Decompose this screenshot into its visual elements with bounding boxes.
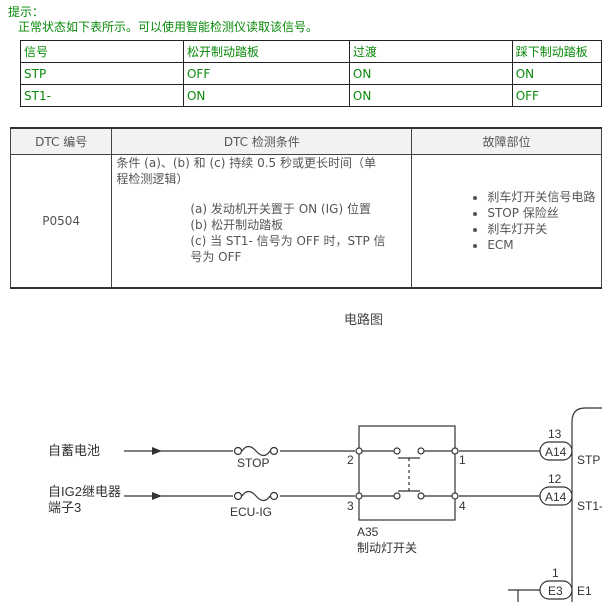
trouble-area-list: 刹车灯开关信号电路 STOP 保险丝 刹车灯开关 ECM (413, 189, 600, 253)
switch-contact (417, 447, 425, 455)
trouble-areas: 刹车灯开关信号电路 STOP 保险丝 刹车灯开关 ECM (411, 154, 602, 289)
switch-code-label: A35 (357, 525, 379, 539)
connector-a14-bottom (539, 486, 573, 506)
signal-value: OFF (182, 62, 350, 85)
dtc-condition: 条件 (a)、(b) 和 (c) 持续 0.5 秒或更长时间（单 程检测逻辑） … (111, 154, 413, 289)
condition-line: 条件 (a)、(b) 和 (c) 持续 0.5 秒或更长时间（单 (116, 156, 376, 170)
terminal (269, 446, 279, 456)
fuse-stop-label: STOP (237, 456, 269, 470)
connector-a14-label: A14 (545, 490, 567, 504)
terminal (355, 447, 363, 455)
list-item: 刹车灯开关信号电路 (487, 189, 600, 205)
fuse-ecu-ig-symbol (241, 490, 271, 502)
connector-pin-label: 1 (552, 566, 559, 580)
diagram-title: 电路图 (344, 313, 384, 328)
pin-label: 4 (459, 499, 466, 513)
switch-name-label: 制动灯开关 (357, 541, 417, 555)
terminal (451, 447, 459, 455)
switch-contact (393, 492, 401, 500)
connector-a14-label: A14 (545, 445, 567, 459)
header-released: 松开制动踏板 (182, 40, 350, 63)
pin-label: 2 (347, 453, 354, 467)
label-from-battery: 自蓄电池 (48, 443, 100, 458)
signal-value: ON (182, 84, 350, 107)
terminal (233, 491, 243, 501)
dtc-table: DTC 编号 DTC 检测条件 故障部位 P0504 条件 (a)、(b) 和 … (9, 127, 602, 289)
signal-state-table: 信号 松开制动踏板 过渡 踩下制动踏板 STP OFF ON ON ST1- O… (20, 40, 602, 107)
switch-contact (393, 447, 401, 455)
pin-label: 1 (459, 453, 466, 467)
hint-title: 提示： (8, 5, 45, 19)
header-dtc-condition: DTC 检测条件 (111, 127, 413, 155)
condition-line: 号为 OFF (190, 250, 242, 264)
list-item: 刹车灯开关 (487, 221, 600, 237)
terminal (269, 491, 279, 501)
dtc-table-header: DTC 编号 DTC 检测条件 故障部位 (9, 127, 602, 155)
signal-table-header: 信号 松开制动踏板 过渡 踩下制动踏板 (20, 40, 602, 63)
header-transition: 过渡 (348, 40, 513, 63)
table-row: ST1- ON ON OFF (20, 84, 602, 107)
list-item: ECM (487, 237, 600, 253)
hint-block: 提示： 正常状态如下表所示。可以使用智能检测仪读取该信号。 (8, 5, 318, 35)
signal-value: OFF (511, 84, 602, 107)
dtc-code: P0504 (9, 154, 113, 289)
ecm-terminal-e1: E1 (577, 584, 592, 598)
condition-line: (b) 松开制动踏板 (190, 218, 284, 232)
table-row: P0504 条件 (a)、(b) 和 (c) 持续 0.5 秒或更长时间（单 程… (9, 154, 602, 289)
stop-light-switch-box (358, 425, 456, 521)
header-trouble-area: 故障部位 (411, 127, 602, 155)
list-item: STOP 保险丝 (487, 205, 600, 221)
signal-value: ON (348, 84, 513, 107)
connector-a14-top (539, 441, 573, 461)
signal-value: ON (511, 62, 602, 85)
connector-e3 (539, 580, 573, 600)
connector-pin-label: 12 (548, 472, 562, 486)
terminal (451, 492, 459, 500)
terminal (233, 446, 243, 456)
header-dtc-code: DTC 编号 (9, 127, 113, 155)
fuse-stop-symbol (241, 445, 271, 457)
ecm-box-outline (571, 407, 602, 602)
connector-e3-label: E3 (548, 584, 563, 598)
label-from-ig2-relay: 自IG2继电器 (48, 484, 121, 499)
fuse-ecu-ig-label: ECU-IG (230, 505, 272, 519)
terminal (355, 492, 363, 500)
header-depressed: 踩下制动踏板 (511, 40, 602, 63)
condition-line: 程检测逻辑） (116, 172, 189, 186)
table-row: STP OFF ON ON (20, 62, 602, 85)
ecm-terminal-st1: ST1- (577, 499, 602, 513)
header-signal: 信号 (20, 40, 184, 63)
hint-text: 正常状态如下表所示。可以使用智能检测仪读取该信号。 (18, 20, 319, 34)
connector-pin-label: 13 (548, 427, 562, 441)
signal-name: STP (20, 62, 184, 85)
circuit-diagram: 自蓄电池 自IG2继电器 端子3 STOP ECU-IG 2 1 3 4 A35… (48, 407, 602, 602)
condition-line: (c) 当 ST1- 信号为 OFF 时，STP 信 (190, 234, 386, 248)
pin-label: 3 (347, 499, 354, 513)
ecm-terminal-stp: STP (577, 453, 600, 467)
label-terminal-3: 端子3 (48, 500, 81, 515)
switch-contact (417, 492, 425, 500)
battery-arrow-icon (152, 447, 162, 455)
ig2-arrow-icon (152, 492, 162, 500)
condition-line: (a) 发动机开关置于 ON (IG) 位置 (190, 202, 371, 216)
signal-name: ST1- (20, 84, 184, 107)
signal-value: ON (348, 62, 513, 85)
